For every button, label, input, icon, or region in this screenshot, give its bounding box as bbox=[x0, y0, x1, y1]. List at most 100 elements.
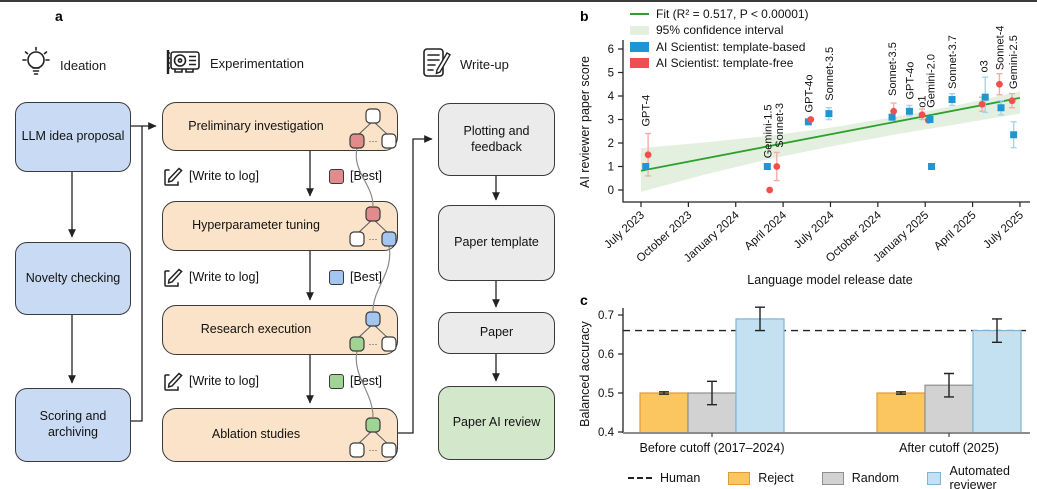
legend-label: AI Scientist: template-free bbox=[656, 56, 794, 70]
writeup-header: Write-up bbox=[420, 46, 509, 83]
y-tick-label: 3 bbox=[608, 115, 614, 127]
scatter-point-template-based bbox=[825, 110, 833, 118]
error-bar bbox=[1009, 92, 1016, 109]
error-bar bbox=[766, 188, 773, 191]
group-label: After cutoff (2025) bbox=[899, 441, 999, 455]
legend-item-reject: Reject bbox=[728, 471, 794, 485]
scatter-point-template-based bbox=[948, 96, 956, 104]
flow-box-llm-idea-proposal: LLM idea proposal bbox=[15, 102, 131, 172]
error-bar bbox=[998, 100, 1005, 116]
box-label: Paper bbox=[479, 325, 514, 340]
error-bar bbox=[764, 164, 771, 169]
scatter-point-template-free bbox=[918, 111, 926, 119]
legend-item-template-based: AI Scientist: template-based bbox=[630, 40, 809, 54]
box-label: LLM idea proposal bbox=[21, 129, 125, 144]
model-label: Sonnet-3.7 bbox=[947, 35, 959, 89]
bar-error bbox=[944, 372, 954, 398]
group-label: Before cutoff (2017–2024) bbox=[639, 441, 784, 455]
y-tick-label: 0.6 bbox=[598, 349, 614, 361]
box-label: Ablation studies bbox=[211, 427, 301, 442]
fit-line bbox=[640, 96, 1021, 172]
template-free-swatch bbox=[630, 58, 649, 68]
scatter-point-template-free bbox=[890, 107, 898, 115]
model-label: Sonnet-3.5 bbox=[824, 47, 836, 101]
x-tick-label: April 2024 bbox=[743, 209, 790, 253]
panel-c-label: c bbox=[580, 292, 588, 308]
bar-reject bbox=[876, 392, 926, 434]
bar-random bbox=[924, 384, 974, 434]
scatter-point-template-based bbox=[981, 93, 989, 101]
model-label: GPT-4 bbox=[641, 95, 653, 127]
legend-label: Random bbox=[851, 471, 899, 485]
bar-error bbox=[896, 391, 906, 395]
scatter-point-template-free bbox=[996, 80, 1003, 88]
experimentation-label: Experimentation bbox=[210, 56, 304, 71]
model-label: Sonnet-4 bbox=[994, 25, 1006, 70]
error-bar bbox=[890, 102, 897, 120]
error-bar bbox=[982, 76, 989, 114]
box-label: Novelty checking bbox=[25, 270, 121, 285]
error-bar bbox=[645, 132, 652, 177]
x-tick-label: January 2024 bbox=[682, 209, 742, 265]
y-tick-label: 1 bbox=[608, 162, 614, 174]
human-dash-swatch bbox=[628, 477, 652, 479]
legend-label: Fit (R² = 0.517, P < 0.00001) bbox=[656, 6, 809, 21]
ci-band-swatch bbox=[630, 25, 649, 35]
best-node-swatch bbox=[329, 270, 344, 285]
bar-error bbox=[659, 391, 669, 395]
scatter-point-template-free bbox=[924, 116, 932, 124]
reject-swatch bbox=[728, 471, 751, 485]
bar-error bbox=[992, 318, 1002, 343]
x-axis-label: Language model release date bbox=[747, 273, 912, 287]
flow-box-ablation-studies: Ablation studies bbox=[162, 408, 398, 462]
write-to-log-icon bbox=[163, 267, 183, 287]
error-bar bbox=[926, 116, 933, 123]
error-bar bbox=[996, 72, 1003, 96]
scatter-point-template-based bbox=[763, 163, 771, 170]
model-label: Gemini-2.5 bbox=[1008, 35, 1020, 89]
model-label: Gemini-1.5 bbox=[762, 104, 774, 158]
error-bar bbox=[889, 114, 896, 121]
bar-legend: Human Reject Random Automated reviewer bbox=[628, 464, 1037, 489]
write-to-log-label: [Write to log] bbox=[189, 169, 259, 183]
best-node-swatch bbox=[329, 169, 344, 184]
y-tick-label: 5 bbox=[608, 68, 614, 80]
x-tick-label: October 2024 bbox=[824, 209, 884, 265]
document-pencil-icon bbox=[420, 46, 452, 83]
model-label: GPT-4o bbox=[904, 62, 916, 100]
legend-item-automated-reviewer: Automated reviewer bbox=[926, 464, 1019, 489]
scatter-point-template-free bbox=[1008, 97, 1016, 105]
y-tick-label: 0.7 bbox=[598, 310, 614, 322]
ci-band bbox=[641, 91, 1020, 192]
model-label: Gemini-2.0 bbox=[926, 54, 938, 108]
box-label: Preliminary investigation bbox=[188, 118, 324, 133]
bar-automated-reviewer bbox=[972, 329, 1022, 434]
x-tick-label: July 2023 bbox=[602, 209, 647, 251]
fit-line-swatch bbox=[630, 12, 649, 15]
legend-label: 95% confidence interval bbox=[656, 23, 784, 37]
top-rule bbox=[0, 0, 1037, 2]
y-tick-label: 0.5 bbox=[598, 388, 614, 400]
y-axis-label: Balanced accuracy bbox=[578, 320, 592, 426]
flow-box-scoring-archiving: Scoring and archiving bbox=[15, 388, 131, 462]
experimentation-header: Experimentation bbox=[164, 46, 304, 81]
box-label: Research execution bbox=[200, 322, 312, 337]
y-tick-label: 0 bbox=[608, 185, 614, 197]
panel-b-label: b bbox=[580, 8, 589, 24]
legend-label: Human bbox=[660, 471, 701, 485]
bar-automated-reviewer bbox=[735, 318, 785, 434]
x-tick-label: January 2025 bbox=[871, 209, 931, 265]
legend-item-template-free: AI Scientist: template-free bbox=[630, 56, 809, 70]
box-label: Paper template bbox=[454, 235, 539, 250]
automated-reviewer-swatch bbox=[926, 471, 942, 485]
legend-item-ci: 95% confidence interval bbox=[630, 23, 809, 37]
y-tick-label: 6 bbox=[608, 44, 614, 56]
ideation-header: Ideation bbox=[20, 46, 106, 85]
gpu-icon bbox=[164, 46, 202, 81]
legend-item-human: Human bbox=[628, 471, 700, 485]
error-bar bbox=[949, 92, 956, 107]
error-bar bbox=[979, 96, 986, 112]
scatter-point-template-based bbox=[804, 118, 812, 126]
scatter-point-template-based bbox=[905, 107, 913, 115]
